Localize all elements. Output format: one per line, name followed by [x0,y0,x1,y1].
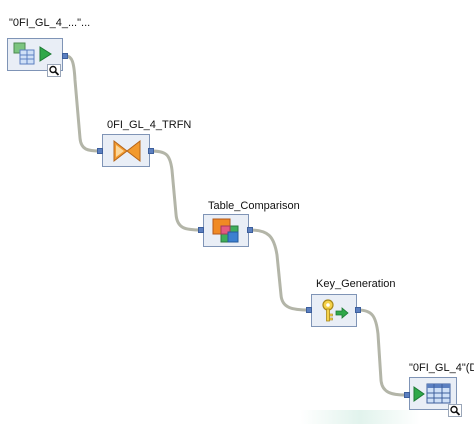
target-node-label: "0FI_GL_4"(D... [409,362,474,374]
link-source-to-transform[interactable] [64,54,102,153]
key-generation-input-port[interactable] [306,307,312,313]
key-generation-icon [322,299,349,322]
source-magnifier-badge[interactable] [47,64,61,77]
magnifier-icon [49,65,60,76]
canvas-bottom-highlight [300,410,420,424]
key-generation-output-port[interactable] [355,307,361,313]
source-output-port[interactable] [62,53,68,59]
table-comparison-node-label: Table_Comparison [208,200,300,212]
table-comparison-output-port[interactable] [247,227,253,233]
target-table-loader-icon [413,383,451,404]
transform-output-port[interactable] [148,148,154,154]
link-transform-to-table-comparison[interactable] [148,149,203,232]
source-table-reader-icon [13,42,52,65]
table-comparison-node-box[interactable] [203,214,249,247]
table-comparison-icon [212,218,239,243]
key-generation-node-label: Key_Generation [316,278,396,290]
link-key-generation-to-target[interactable] [356,308,408,397]
transform-input-port[interactable] [97,148,103,154]
target-magnifier-badge[interactable] [448,404,462,417]
magnifier-icon [450,405,461,416]
source-node-label: "0FI_GL_4_..."... [9,17,91,29]
link-table-comparison-to-key-generation[interactable] [248,228,311,312]
target-input-port[interactable] [404,392,410,398]
bowtie-transform-icon [113,139,141,163]
transform-node-label: 0FI_GL_4_TRFN [107,119,192,131]
key-generation-node-box[interactable] [311,294,357,327]
transform-node-box[interactable] [102,134,150,167]
table-comparison-input-port[interactable] [198,227,204,233]
